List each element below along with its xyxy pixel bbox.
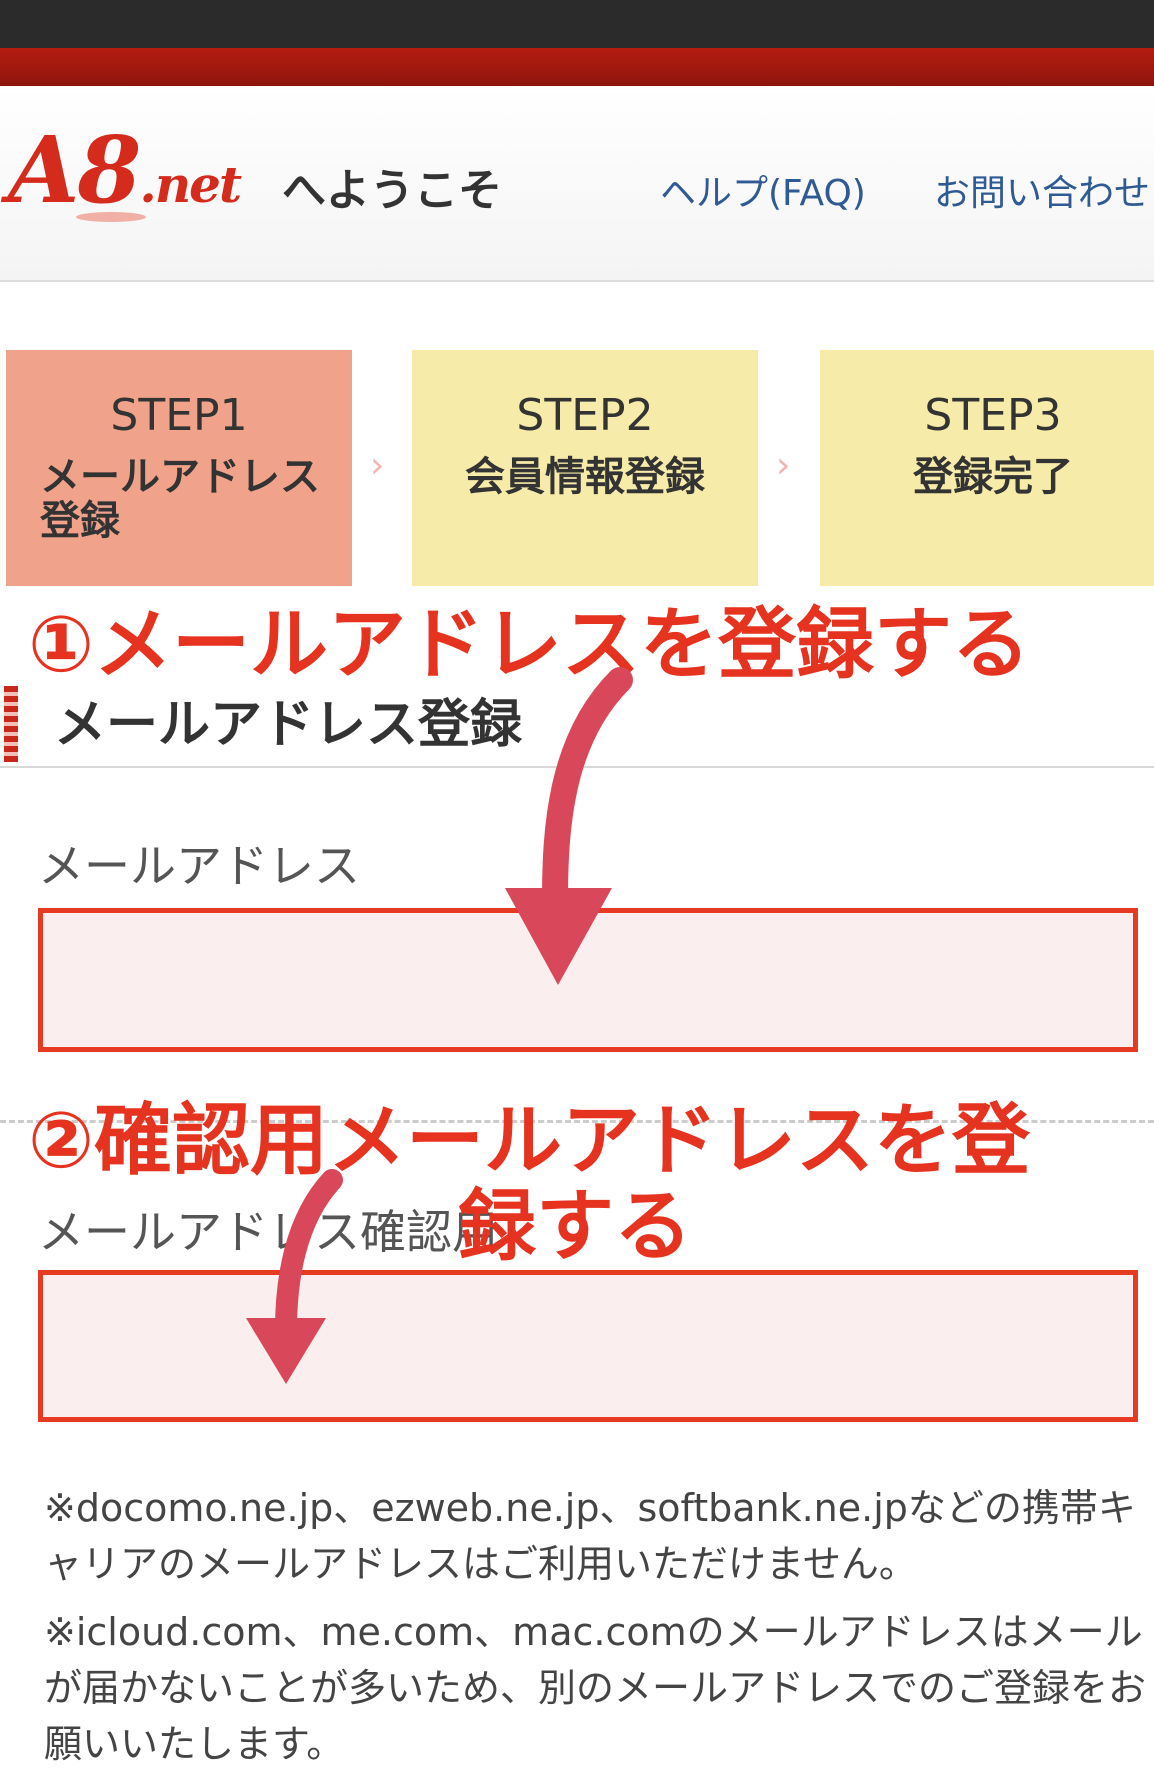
contact-link[interactable]: お問い合わせ bbox=[934, 173, 1151, 214]
step-number: STEP1 bbox=[110, 390, 248, 441]
step-1-email-registration: STEP1 メールアドレス登録 bbox=[6, 350, 352, 586]
browser-top-bar bbox=[0, 0, 1154, 48]
dashed-divider bbox=[0, 1120, 1154, 1123]
step-number: STEP2 bbox=[516, 390, 654, 441]
annotation-step-2: ②確認用メールアドレスを登 録する bbox=[28, 1098, 1030, 1270]
section-title: メールアドレス登録 bbox=[54, 695, 523, 755]
logo-underline bbox=[76, 212, 146, 222]
annotation-step-1: ①メールアドレスを登録する bbox=[28, 600, 1031, 690]
step-3-complete: STEP3 登録完了 bbox=[820, 350, 1154, 586]
step-name: 会員情報登録 bbox=[465, 454, 705, 500]
email-confirm-field[interactable] bbox=[38, 1270, 1138, 1422]
annotation-step-2-line-2: 録する bbox=[458, 1182, 693, 1272]
site-header: A8.net へようこそ ヘルプ(FAQ) お問い合わせ bbox=[0, 86, 1154, 282]
carrier-email-note: ※docomo.ne.jp、ezweb.ne.jp、softbank.ne.jp… bbox=[44, 1486, 1136, 1586]
section-divider bbox=[0, 766, 1154, 768]
section-marker-icon bbox=[4, 686, 18, 762]
arrow-1-icon bbox=[542, 667, 633, 913]
icloud-email-note: ※icloud.com、me.com、mac.comのメールアドレスはメールが届… bbox=[44, 1610, 1147, 1766]
step-number: STEP3 bbox=[924, 390, 1062, 441]
step-name: 登録完了 bbox=[913, 454, 1073, 500]
logo-main-text: A8 bbox=[8, 116, 141, 224]
help-faq-link[interactable]: ヘルプ(FAQ) bbox=[660, 173, 866, 214]
logo-suffix-text: .net bbox=[139, 155, 242, 214]
chevron-right-icon: › bbox=[370, 445, 385, 486]
email-field[interactable] bbox=[38, 908, 1138, 1052]
step-name: メールアドレス登録 bbox=[40, 454, 320, 544]
email-label: メールアドレス bbox=[38, 839, 360, 893]
step-2-member-info: STEP2 会員情報登録 bbox=[412, 350, 758, 586]
chevron-right-icon: › bbox=[776, 445, 791, 486]
brand-bar bbox=[0, 48, 1154, 86]
email-confirm-label: メールアドレス確認用 bbox=[38, 1205, 498, 1259]
a8net-logo[interactable]: A8.net bbox=[8, 116, 242, 224]
annotation-step-2-line-1: ②確認用メールアドレスを登 bbox=[28, 1096, 1031, 1186]
welcome-text: へようこそ bbox=[282, 165, 502, 216]
